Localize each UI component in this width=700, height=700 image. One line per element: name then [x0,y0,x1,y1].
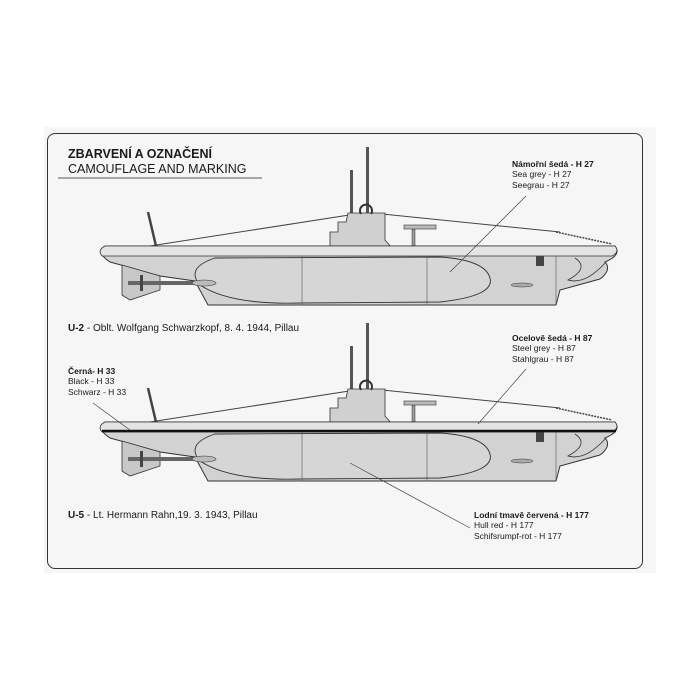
leader-line [92,402,131,431]
color-english: Sea grey - H 27 [512,169,572,179]
color-label-steel-grey: Ocelově šedá - H 87 Steel grey - H 87 St… [512,333,592,365]
leader-line [477,368,527,425]
leader-line [449,195,527,273]
sub-id: U-5 [68,510,85,521]
color-german: Schifsrumpf-rot - H 177 [474,531,562,541]
color-czech: Lodní tmavě červená - H 177 [474,510,589,520]
sub-desc: - Oblt. Wolfgang Schwarzkopf, 8. 4. 1944… [84,323,300,334]
color-german: Seegrau - H 27 [512,180,570,190]
color-czech: Ocelově šedá - H 87 [512,333,593,343]
color-label-black: Černá- H 33 Black - H 33 Schwarz - H 33 [68,366,126,398]
color-label-sea-grey: Námořní šedá - H 27 Sea grey - H 27 Seeg… [512,159,594,191]
color-english: Hull red - H 177 [474,520,534,530]
color-german: Stahlgrau - H 87 [512,354,574,364]
title-english: CAMOUFLAGE AND MARKING [68,162,247,176]
color-czech: Námořní šedá - H 27 [512,159,594,169]
title-czech: ZBARVENÍ A OZNAČENÍ [68,147,212,161]
caption-u2: U-2 - Oblt. Wolfgang Schwarzkopf, 8. 4. … [68,323,299,334]
color-english: Black - H 33 [68,376,115,386]
leader-line [349,462,471,529]
color-czech: Černá- H 33 [68,366,116,376]
color-german: Schwarz - H 33 [68,387,127,397]
caption-u5: U-5 - Lt. Hermann Rahn,19. 3. 1943, Pill… [68,510,258,521]
color-english: Steel grey - H 87 [512,343,576,353]
color-label-hull-red: Lodní tmavě červená - H 177 Hull red - H… [474,510,589,542]
frame [47,133,643,569]
sub-id: U-2 [68,323,85,334]
sub-desc: - Lt. Hermann Rahn,19. 3. 1943, Pillau [84,510,258,521]
